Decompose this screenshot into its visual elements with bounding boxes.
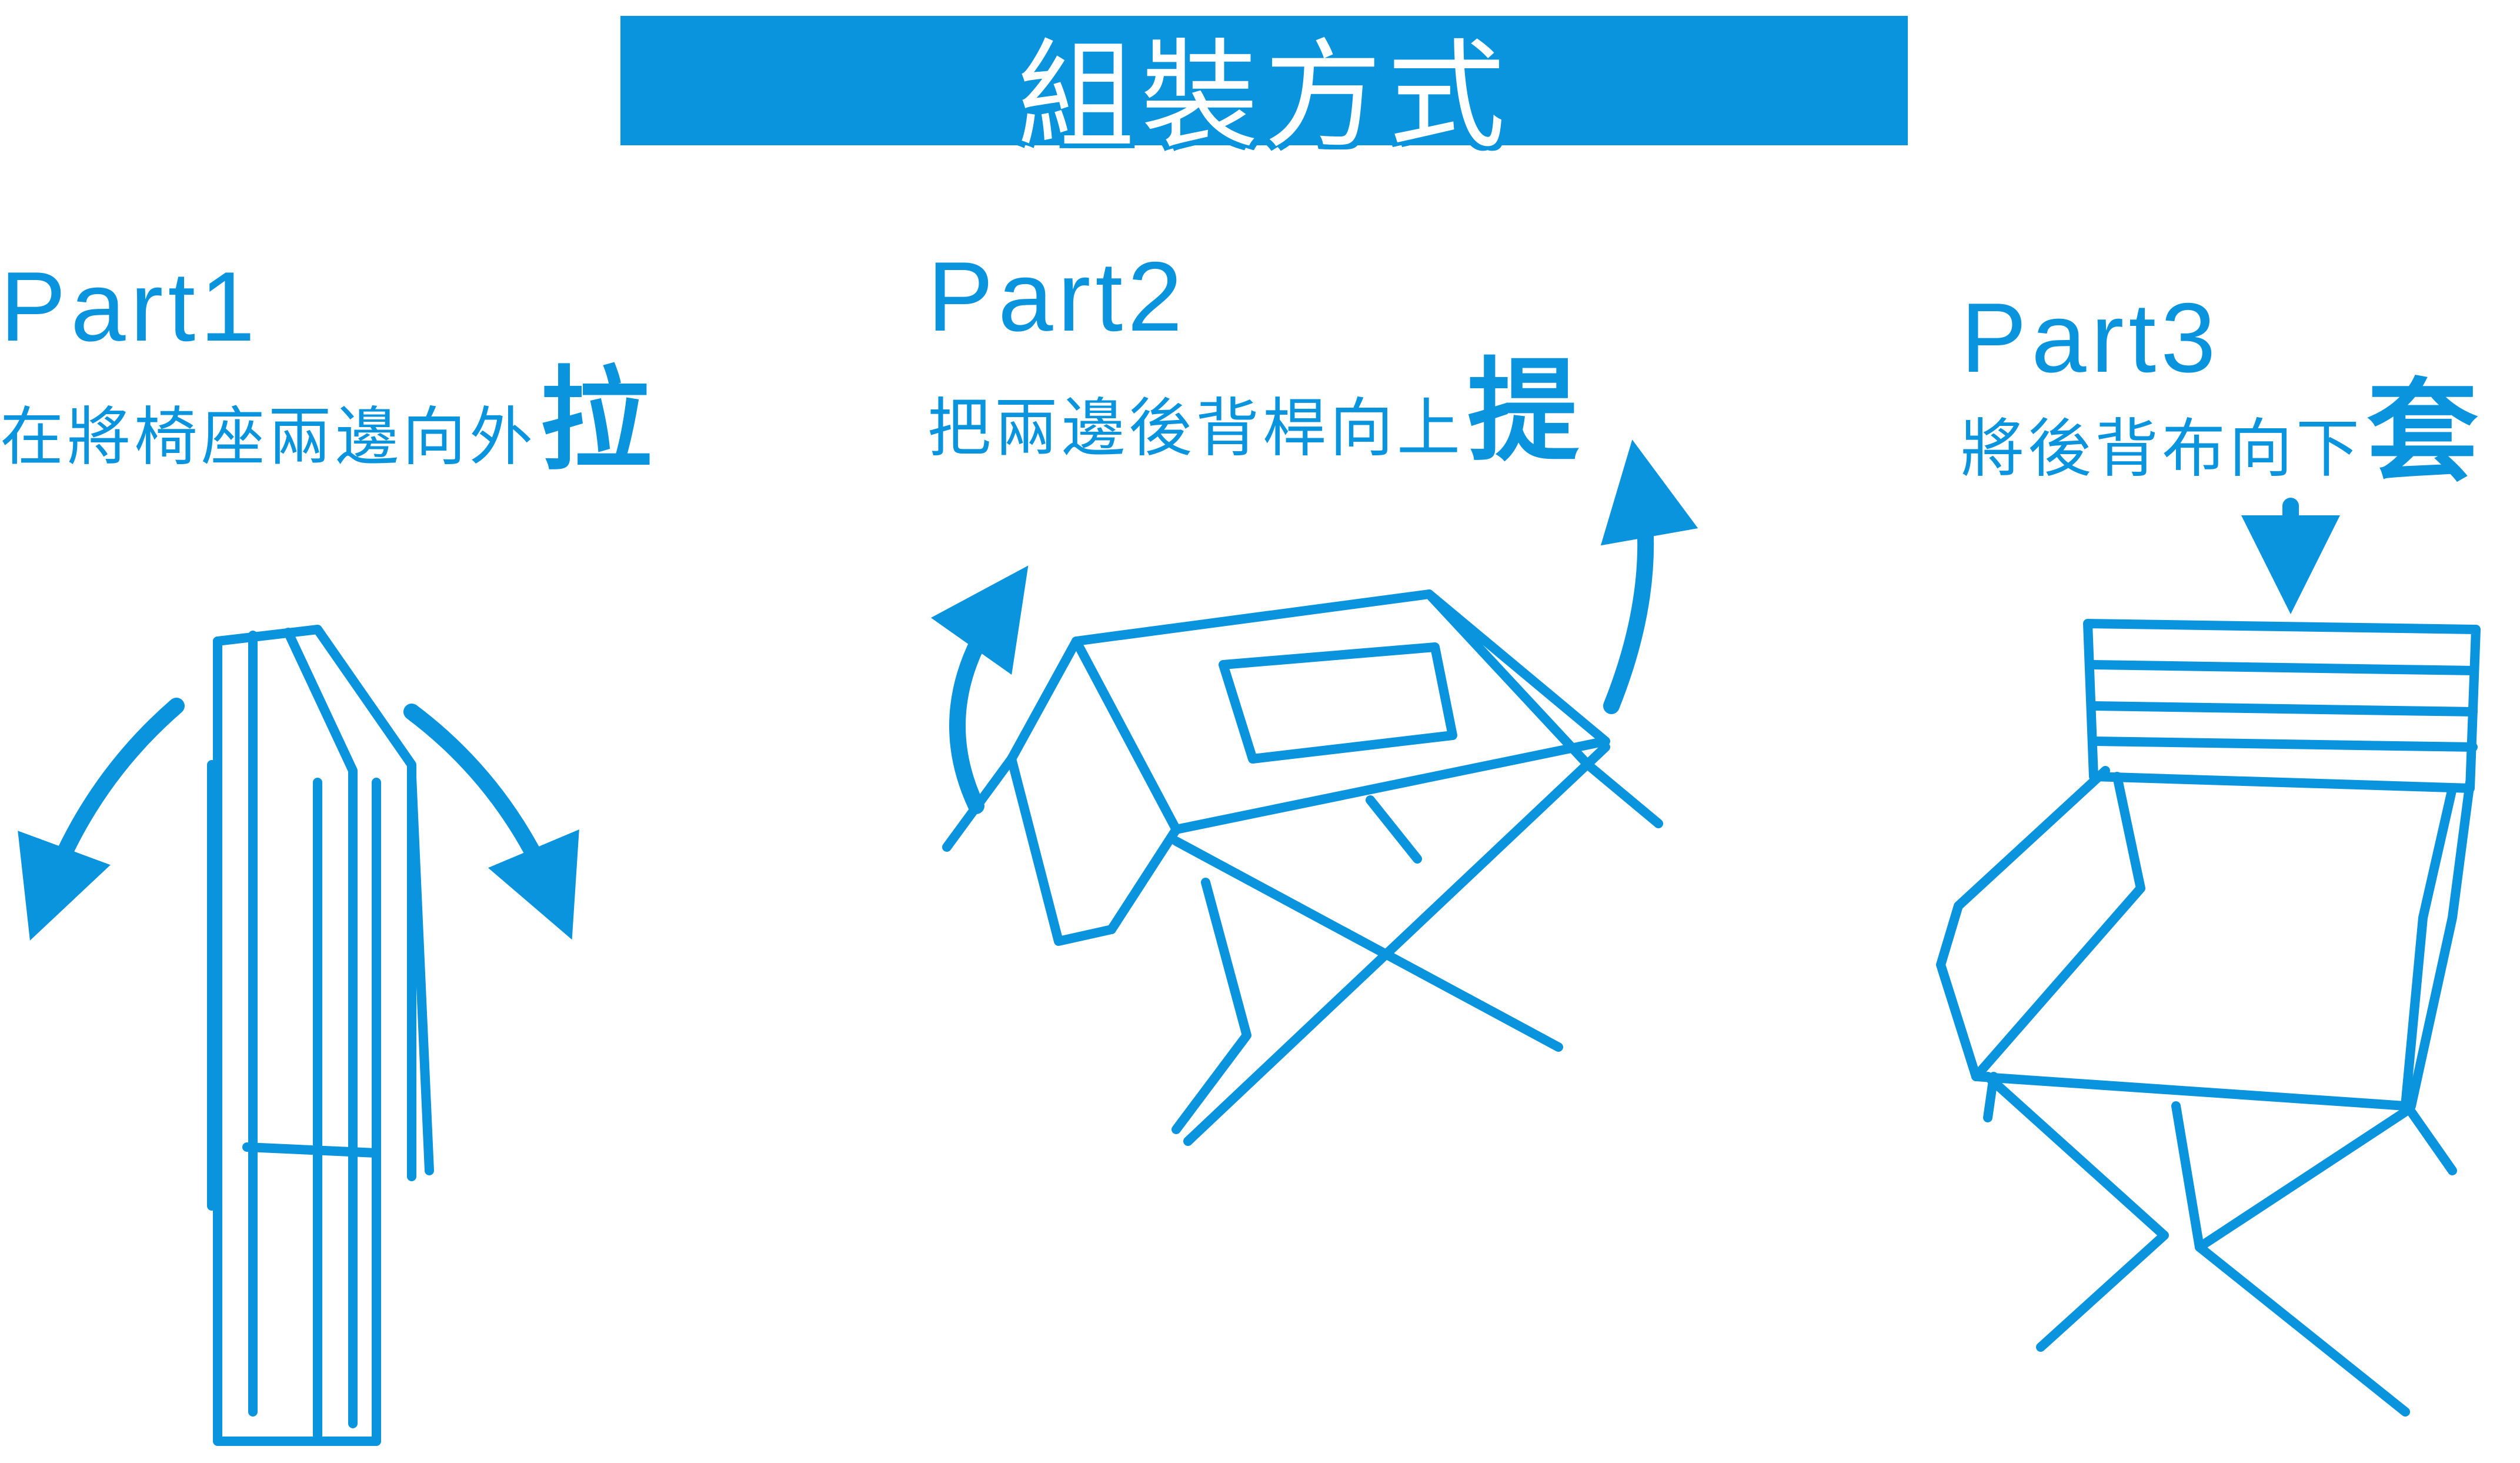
folded-chair-illustration	[207, 625, 434, 1446]
step-2-label: Part2	[927, 241, 1187, 352]
unfolded-seat-illustration	[942, 589, 1663, 1146]
arrow-up-right-icon	[1600, 439, 1698, 714]
step-2-emphasis: 提	[1467, 346, 1583, 476]
step-1-label: Part1	[0, 251, 260, 362]
step-1-emphasis: 拉	[540, 355, 656, 485]
arrow-left-out-icon	[18, 698, 185, 941]
arrow-right-out-icon	[403, 704, 579, 940]
step-2-text: 把兩邊後背桿向上	[927, 392, 1464, 465]
step-1-instruction: 在將椅座兩邊向外拉	[0, 365, 655, 476]
title-banner	[620, 16, 1908, 145]
step-3-label: Part3	[1961, 282, 2221, 393]
arrow-up-left-icon	[930, 565, 1029, 814]
page-title: 組裝方式	[1017, 28, 1511, 165]
step-3-instruction: 將後背布向下套	[1961, 376, 2482, 488]
step-3-emphasis: 套	[2367, 367, 2482, 497]
step-2-instruction: 把兩邊後背桿向上提	[927, 356, 1583, 468]
step-3-text: 將後背布向下	[1961, 412, 2364, 486]
assembled-chair-illustration	[1936, 619, 2481, 1417]
step-1-text: 在將椅座兩邊向外	[0, 401, 537, 474]
